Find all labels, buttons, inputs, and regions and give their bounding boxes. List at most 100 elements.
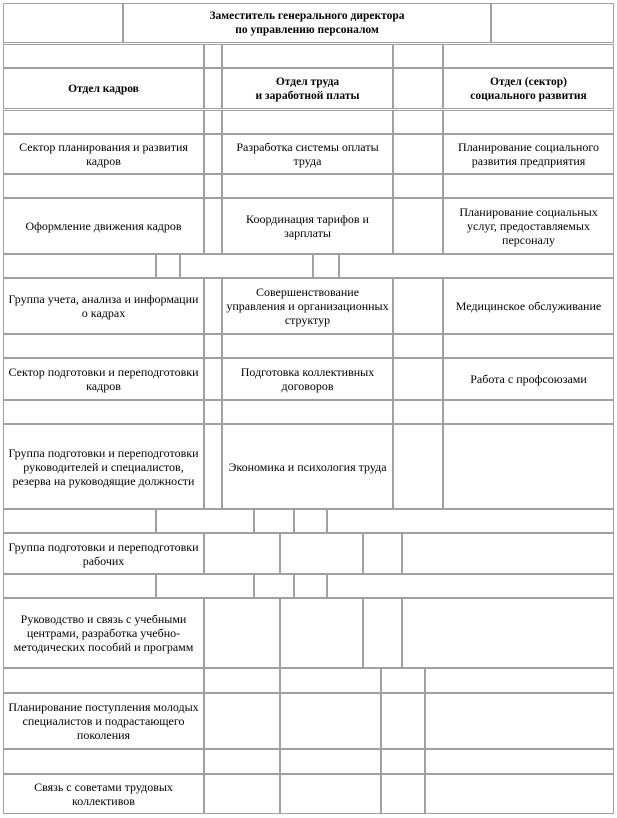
social-unit: Планирование социальных услуг, предостав…	[443, 198, 614, 254]
spacer-cell	[393, 44, 443, 68]
spacer-cell	[3, 668, 204, 693]
spacer-cell	[280, 668, 381, 693]
social-unit: Медицинское обслуживание	[443, 278, 614, 334]
spacer-cell	[393, 278, 443, 334]
spacer-cell	[222, 44, 393, 68]
labor-unit-label: Координация тарифов и зарплаты	[246, 212, 369, 240]
personnel-unit-label: Группа подготовки и переподготовки рабоч…	[8, 539, 199, 568]
personnel-unit: Сектор подготовки и переподготовки кадро…	[3, 358, 204, 400]
spacer-cell	[443, 44, 614, 68]
spacer-cell	[363, 598, 402, 668]
spacer-cell	[393, 198, 443, 254]
spacer-cell	[443, 174, 614, 198]
spacer-cell	[3, 509, 156, 533]
spacer-cell	[425, 774, 614, 814]
spacer-cell	[294, 574, 327, 598]
labor-unit-label: Подготовка коллективных договоров	[240, 365, 375, 393]
spacer-cell	[313, 254, 339, 278]
spacer-cell	[443, 400, 614, 424]
spacer-cell	[156, 509, 254, 533]
spacer-cell	[254, 574, 294, 598]
spacer-cell	[280, 693, 381, 749]
social-unit-label: Планирование социальных услуг, предостав…	[459, 205, 598, 247]
personnel-unit: Группа подготовки и переподготовки руков…	[3, 424, 204, 509]
spacer-cell	[402, 533, 614, 574]
personnel-unit: Связь с советами трудовых коллективов	[3, 774, 204, 814]
spacer-cell	[280, 533, 363, 574]
spacer-cell	[381, 693, 425, 749]
spacer-cell	[3, 110, 204, 134]
spacer-cell	[339, 254, 614, 278]
spacer-cell	[204, 110, 222, 134]
spacer-cell	[3, 3, 123, 43]
department-social-development: Отдел (сектор) социального развития	[443, 68, 614, 109]
spacer-cell	[443, 110, 614, 134]
spacer-cell	[402, 598, 614, 668]
spacer-cell	[393, 400, 443, 424]
head-position-text: Заместитель генерального директора по уп…	[209, 10, 405, 36]
spacer-cell	[327, 509, 614, 533]
personnel-unit-label: Сектор подготовки и переподготовки кадро…	[8, 365, 199, 393]
spacer-cell	[222, 174, 393, 198]
spacer-cell	[204, 668, 280, 693]
spacer-cell	[204, 134, 222, 174]
personnel-unit: Руководство и связь с учебными центрами,…	[3, 598, 204, 668]
spacer-cell	[280, 598, 363, 668]
spacer-cell	[3, 400, 204, 424]
personnel-unit-label: Группа учета, анализа и информации о кад…	[8, 292, 199, 320]
personnel-unit-label: Группа подготовки и переподготовки руков…	[8, 445, 199, 488]
spacer-cell	[3, 574, 156, 598]
social-unit: Работа с профсоюзами	[443, 358, 614, 400]
spacer-cell	[222, 334, 393, 358]
spacer-cell	[204, 358, 222, 400]
spacer-cell	[3, 174, 204, 198]
department-personnel-label: Отдел кадров	[68, 82, 139, 95]
spacer-cell	[425, 693, 614, 749]
personnel-unit-label: Связь с советами трудовых коллективов	[34, 780, 173, 808]
spacer-cell	[156, 574, 254, 598]
spacer-cell	[204, 278, 222, 334]
spacer-cell	[3, 334, 204, 358]
spacer-cell	[204, 68, 222, 109]
spacer-cell	[204, 533, 280, 574]
labor-unit-label: Разработка системы оплаты труда	[236, 140, 379, 168]
personnel-unit: Планирование поступления молодых специал…	[3, 693, 204, 749]
spacer-cell	[204, 334, 222, 358]
labor-unit-label: Экономика и психология труда	[228, 459, 387, 474]
spacer-cell	[443, 424, 614, 509]
spacer-cell	[280, 774, 381, 814]
spacer-cell	[393, 68, 443, 109]
social-unit-label: Работа с профсоюзами	[470, 372, 587, 386]
labor-unit: Разработка системы оплаты труда	[222, 134, 393, 174]
spacer-cell	[204, 198, 222, 254]
spacer-cell	[393, 174, 443, 198]
spacer-cell	[294, 509, 327, 533]
spacer-cell	[204, 174, 222, 198]
personnel-unit-label: Планирование поступления молодых специал…	[8, 700, 199, 742]
spacer-cell	[491, 3, 614, 43]
social-unit-label: Медицинское обслуживание	[455, 299, 602, 313]
spacer-cell	[393, 110, 443, 134]
labor-unit: Экономика и психология труда	[222, 424, 393, 509]
spacer-cell	[327, 574, 614, 598]
spacer-cell	[393, 424, 443, 509]
spacer-cell	[180, 254, 313, 278]
spacer-cell	[3, 254, 156, 278]
spacer-cell	[3, 44, 204, 68]
labor-unit-label: Совершенствование управления и организац…	[226, 285, 389, 327]
spacer-cell	[204, 598, 280, 668]
spacer-cell	[204, 749, 280, 774]
personnel-unit: Сектор планирования и развития кадров	[3, 134, 204, 174]
department-labor-wages-label: Отдел труда и заработной платы	[255, 75, 360, 102]
spacer-cell	[156, 254, 180, 278]
spacer-cell	[204, 44, 222, 68]
spacer-cell	[280, 749, 381, 774]
labor-unit: Координация тарифов и зарплаты	[222, 198, 393, 254]
social-unit: Планирование социального развития предпр…	[443, 134, 614, 174]
spacer-cell	[204, 774, 280, 814]
spacer-cell	[222, 110, 393, 134]
social-unit-label: Планирование социального развития предпр…	[458, 140, 599, 168]
spacer-cell	[363, 533, 402, 574]
spacer-cell	[425, 668, 614, 693]
spacer-cell	[393, 134, 443, 174]
